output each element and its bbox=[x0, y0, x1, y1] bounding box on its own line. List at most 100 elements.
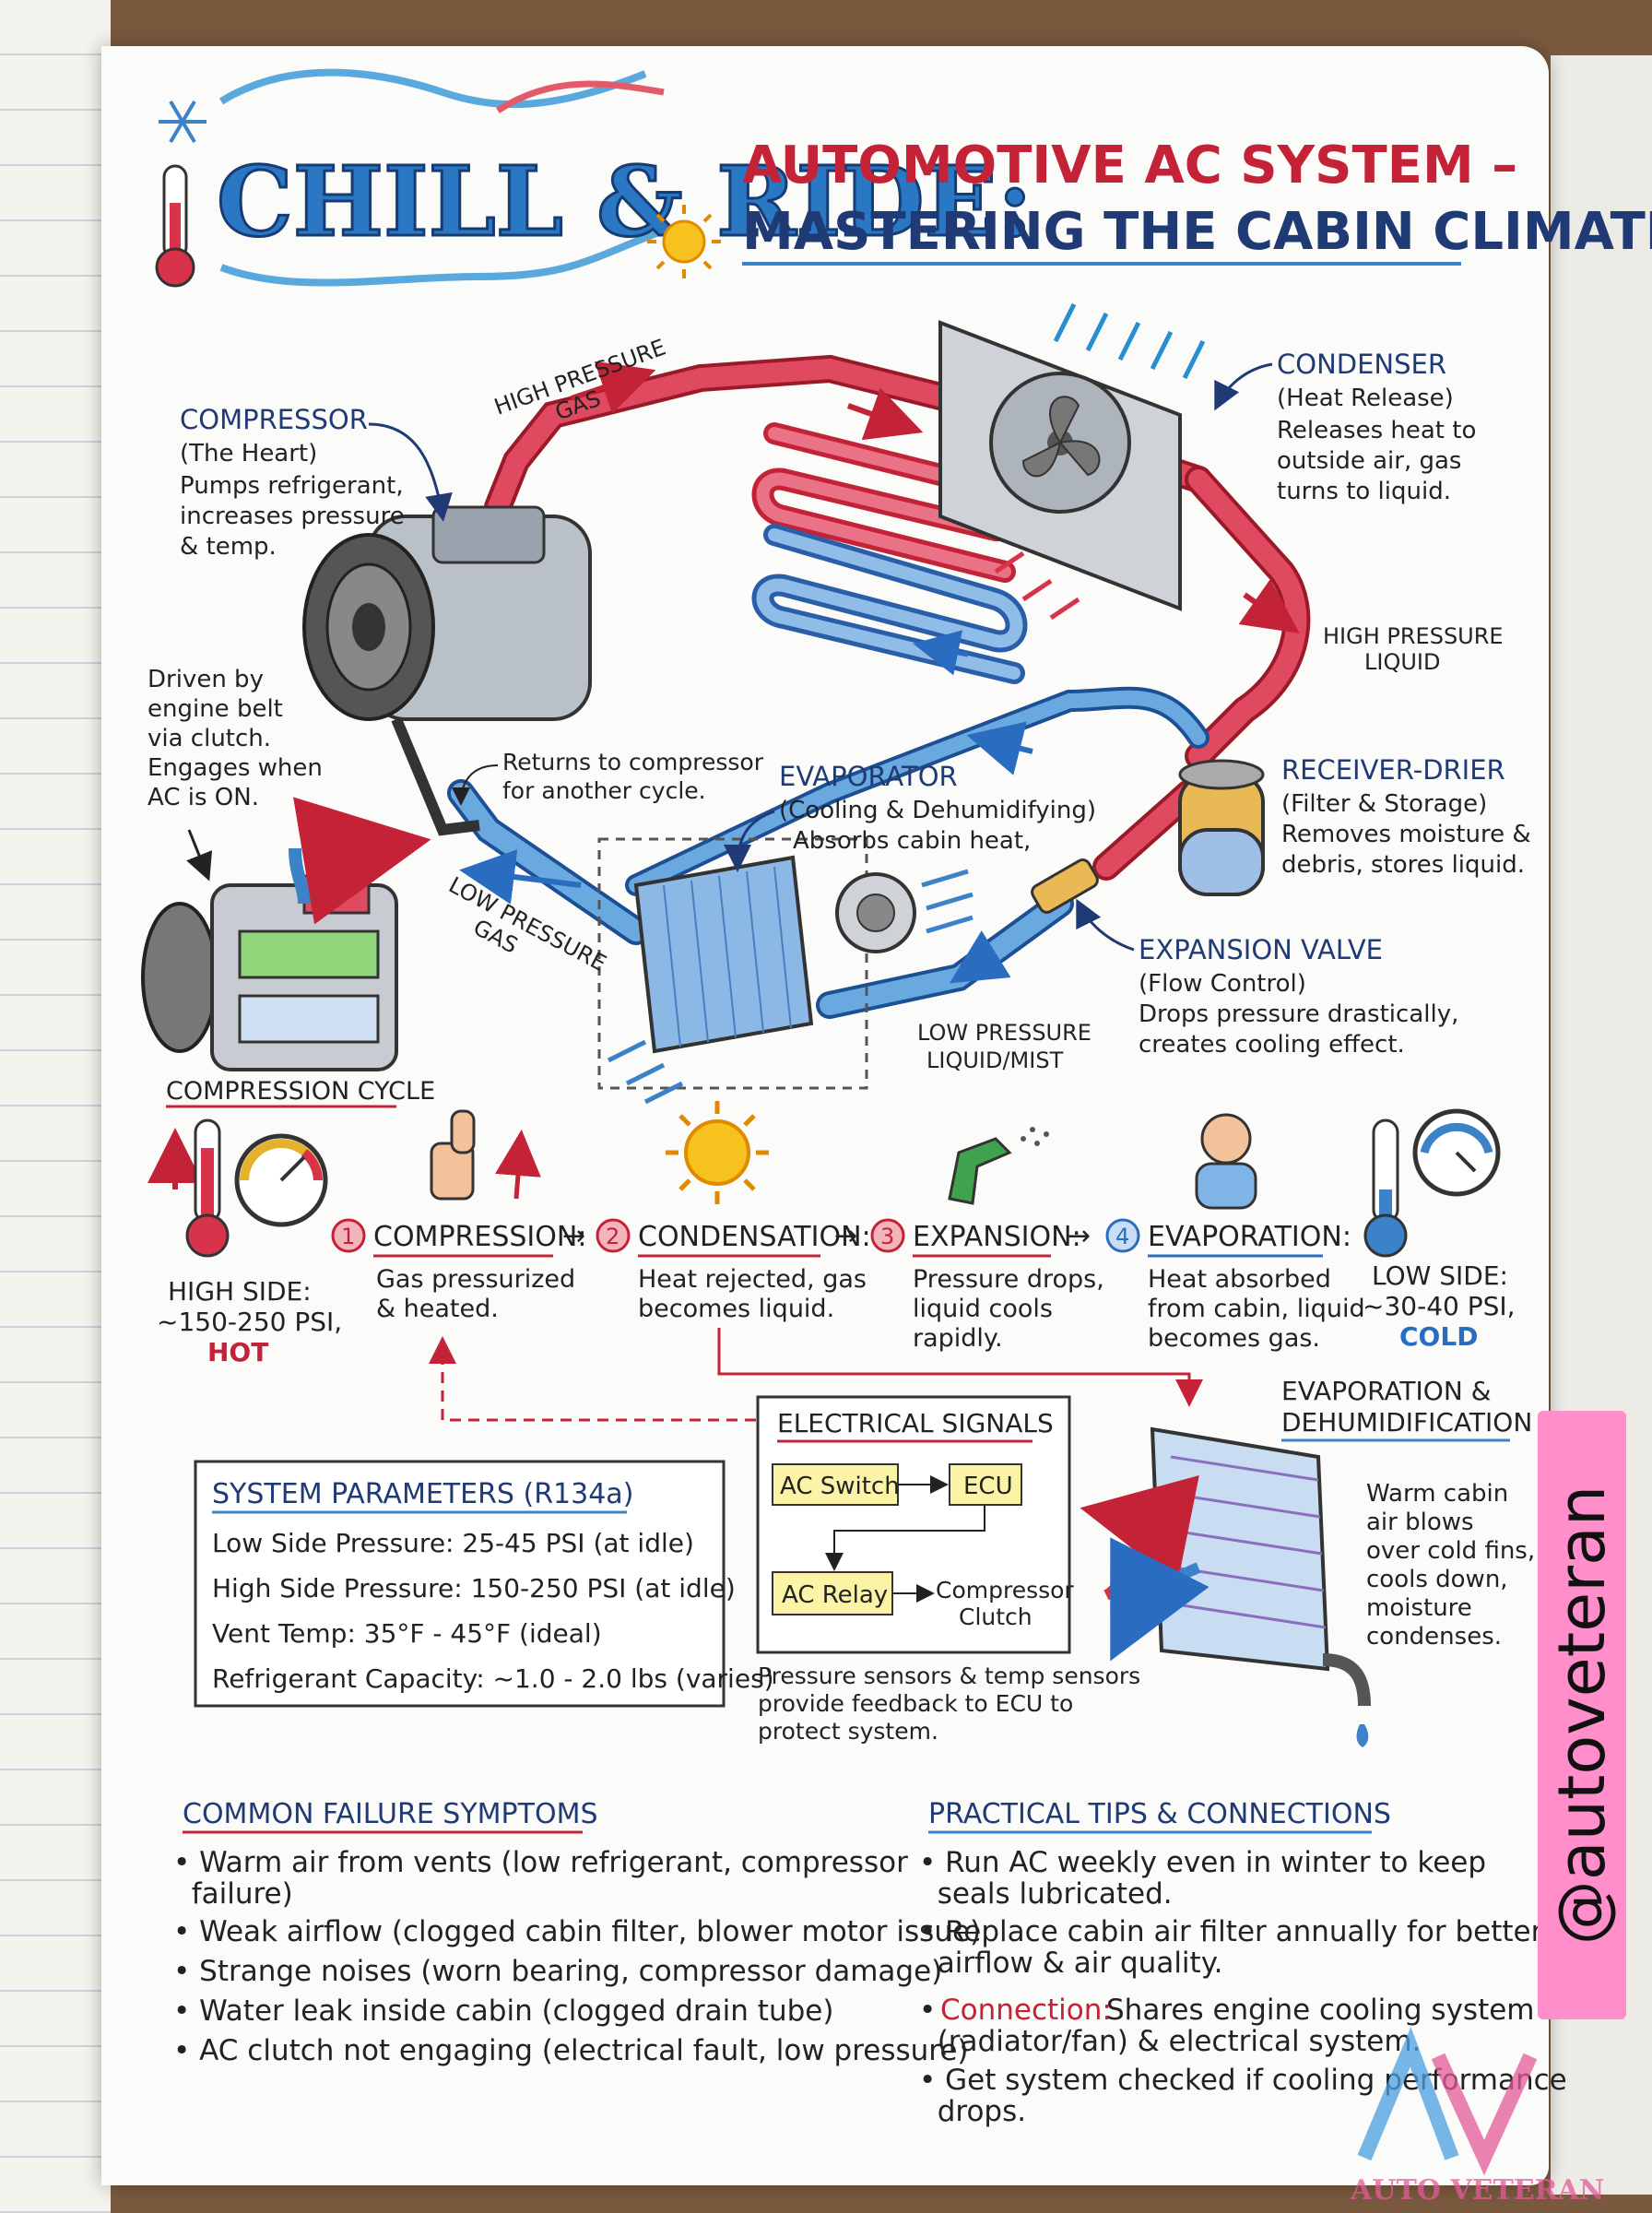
svg-text:COMPRESSION:: COMPRESSION: bbox=[373, 1221, 586, 1253]
svg-text:& heated.: & heated. bbox=[376, 1295, 499, 1323]
low-side-block: LOW SIDE: ~30-40 PSI, COLD bbox=[1363, 1108, 1516, 1352]
svg-text:1: 1 bbox=[341, 1224, 355, 1249]
svg-text:provide feedback to ECU to: provide feedback to ECU to bbox=[758, 1690, 1073, 1717]
receiver-drier-illustration bbox=[1178, 759, 1265, 896]
svg-text:protect system.: protect system. bbox=[758, 1718, 938, 1745]
svg-text:High Side Pressure: 150-250 PS: High Side Pressure: 150-250 PSI (at idle… bbox=[212, 1573, 736, 1604]
svg-text:Heat absorbed: Heat absorbed bbox=[1148, 1265, 1331, 1294]
evaporator-illustration bbox=[597, 837, 974, 1105]
compressor-label: COMPRESSOR (The Heart) Pumps refrigerant… bbox=[180, 404, 453, 561]
svg-text:EVAPORATION:: EVAPORATION: bbox=[1148, 1221, 1351, 1253]
facing-notebook-page bbox=[0, 0, 111, 2213]
svg-text:Warm cabin: Warm cabin bbox=[1366, 1480, 1508, 1508]
svg-text:(Heat Release): (Heat Release) bbox=[1277, 385, 1454, 412]
svg-text:Returns to compressor: Returns to compressor bbox=[502, 749, 764, 775]
svg-text:COMPRESSOR: COMPRESSOR bbox=[180, 404, 368, 435]
svg-text:creates cooling effect.: creates cooling effect. bbox=[1139, 1031, 1405, 1059]
svg-text:2: 2 bbox=[606, 1224, 620, 1249]
svg-text:becomes gas.: becomes gas. bbox=[1148, 1324, 1320, 1353]
svg-text:PRACTICAL TIPS & CONNECTIONS: PRACTICAL TIPS & CONNECTIONS bbox=[928, 1798, 1391, 1830]
svg-text:Refrigerant Capacity: ~1.0 - 2: Refrigerant Capacity: ~1.0 - 2.0 lbs (va… bbox=[212, 1663, 774, 1694]
svg-text:COLD: COLD bbox=[1399, 1321, 1478, 1352]
ac-relay-node bbox=[772, 1571, 893, 1615]
compression-cycle-label: COMPRESSION CYCLE bbox=[166, 1077, 435, 1106]
sun-icon bbox=[647, 205, 721, 278]
svg-text:4: 4 bbox=[1115, 1224, 1129, 1249]
notebook-page bbox=[101, 46, 1549, 2185]
svg-text:via clutch.: via clutch. bbox=[148, 725, 271, 752]
svg-text:Engages when: Engages when bbox=[148, 754, 323, 782]
ecu-node bbox=[949, 1463, 1022, 1506]
svg-text:LOW SIDE:: LOW SIDE: bbox=[1372, 1260, 1508, 1291]
svg-text:Absorbs cabin heat,: Absorbs cabin heat, bbox=[793, 827, 1031, 855]
hp-liquid-label: HIGH PRESSURE LIQUID bbox=[1323, 623, 1504, 675]
svg-text:becomes liquid.: becomes liquid. bbox=[638, 1295, 834, 1323]
svg-text:AC Relay: AC Relay bbox=[782, 1581, 888, 1609]
low-pressure-gauge-icon bbox=[1412, 1108, 1501, 1197]
svg-text:• Get system checked if coolin: • Get system checked if cooling performa… bbox=[919, 2064, 1567, 2097]
svg-text:over cold fins,: over cold fins, bbox=[1366, 1537, 1535, 1565]
svg-text:EVAPORATION &: EVAPORATION & bbox=[1281, 1376, 1492, 1406]
svg-text:CONDENSATION:: CONDENSATION: bbox=[638, 1221, 871, 1253]
svg-text:moisture: moisture bbox=[1366, 1594, 1472, 1622]
high-side-block: HIGH SIDE: ~150-250 PSI, HOT bbox=[148, 1118, 342, 1367]
svg-text:• AC clutch not engaging (elec: • AC clutch not engaging (electrical fau… bbox=[173, 2034, 969, 2067]
svg-text:ELECTRICAL SIGNALS: ELECTRICAL SIGNALS bbox=[777, 1408, 1054, 1438]
step-condensation: 2 CONDENSATION: Heat rejected, gas becom… bbox=[596, 1218, 871, 1323]
driven-note: Driven by engine belt via clutch. Engage… bbox=[148, 666, 323, 811]
svg-text:engine belt: engine belt bbox=[148, 695, 283, 723]
svg-text:RECEIVER-DRIER: RECEIVER-DRIER bbox=[1281, 754, 1505, 786]
svg-text:drops.: drops. bbox=[919, 2095, 1026, 2128]
svg-text:(Cooling & Dehumidifying): (Cooling & Dehumidifying) bbox=[779, 797, 1096, 824]
electrical-signals-box: ELECTRICAL SIGNALS AC Switch ECU AC Rela… bbox=[756, 1395, 1140, 1745]
condenser-label: CONDENSER (Heat Release) Releases heat t… bbox=[1214, 349, 1476, 505]
svg-text:liquid cools: liquid cools bbox=[913, 1295, 1053, 1323]
svg-text:Pumps refrigerant,: Pumps refrigerant, bbox=[180, 472, 404, 500]
title-line-2: MASTERING THE CABIN CLIMATE bbox=[742, 202, 1652, 262]
receiver-drier-label: RECEIVER-DRIER (Filter & Storage) Remove… bbox=[1281, 754, 1531, 879]
svg-text:Releases heat to: Releases heat to bbox=[1277, 417, 1476, 444]
svg-text:Gas pressurized: Gas pressurized bbox=[376, 1265, 575, 1294]
svg-text:HIGH PRESSURE: HIGH PRESSURE bbox=[1323, 623, 1504, 649]
svg-text:increases pressure: increases pressure bbox=[180, 503, 405, 530]
condenser-illustration bbox=[938, 302, 1206, 621]
process-steps: 1 COMPRESSION: Gas pressurized & heated.… bbox=[331, 1218, 1365, 1353]
cold-thermometer-icon bbox=[1363, 1118, 1408, 1258]
svg-text:outside air, gas: outside air, gas bbox=[1277, 447, 1461, 475]
svg-text:AC is ON.: AC is ON. bbox=[148, 784, 259, 811]
svg-text:~30-40 PSI,: ~30-40 PSI, bbox=[1363, 1291, 1516, 1321]
svg-text:~150-250 PSI,: ~150-250 PSI, bbox=[157, 1307, 342, 1337]
svg-text:→: → bbox=[834, 1220, 857, 1252]
svg-text:EXPANSION:: EXPANSION: bbox=[913, 1221, 1081, 1253]
svg-text:• Warm air from vents (low ref: • Warm air from vents (low refrigerant, … bbox=[173, 1846, 908, 1879]
svg-text:(The Heart): (The Heart) bbox=[180, 440, 317, 467]
pressure-gauge-icon bbox=[234, 1133, 328, 1227]
svg-text:EVAPORATOR: EVAPORATOR bbox=[779, 761, 958, 792]
svg-text:• Weak airflow (clogged cabin: • Weak airflow (clogged cabin filter, bl… bbox=[173, 1915, 981, 1948]
svg-text:from cabin, liquid: from cabin, liquid bbox=[1148, 1295, 1365, 1323]
svg-text:rapidly.: rapidly. bbox=[913, 1324, 1003, 1353]
svg-text:3: 3 bbox=[880, 1224, 894, 1249]
svg-text:Shares engine cooling system: Shares engine cooling system bbox=[1106, 1994, 1535, 2027]
svg-text:LIQUID/MIST: LIQUID/MIST bbox=[926, 1047, 1064, 1073]
step-compression: 1 COMPRESSION: Gas pressurized & heated. bbox=[331, 1218, 586, 1323]
svg-text:Compressor: Compressor bbox=[936, 1577, 1074, 1604]
svg-text:airflow & air quality.: airflow & air quality. bbox=[919, 1947, 1222, 1980]
svg-text:(Filter & Storage): (Filter & Storage) bbox=[1281, 790, 1487, 818]
svg-text:Driven by: Driven by bbox=[148, 666, 264, 693]
svg-text:•: • bbox=[919, 1994, 936, 2027]
svg-text:EXPANSION VALVE: EXPANSION VALVE bbox=[1139, 934, 1383, 965]
svg-text:(radiator/fan) & electrical sy: (radiator/fan) & electrical system. bbox=[919, 2025, 1421, 2058]
title-line-1: AUTOMOTIVE AC SYSTEM – bbox=[742, 136, 1517, 195]
svg-text:AC Switch: AC Switch bbox=[780, 1473, 900, 1500]
svg-text:Drops pressure drastically,: Drops pressure drastically, bbox=[1139, 1000, 1458, 1028]
svg-text:DEHUMIDIFICATION: DEHUMIDIFICATION bbox=[1281, 1407, 1532, 1438]
ac-switch-node bbox=[772, 1463, 899, 1506]
svg-text:Pressure drops,: Pressure drops, bbox=[913, 1265, 1104, 1294]
lp-liquid-label: LOW PRESSURE LIQUID/MIST bbox=[917, 1020, 1092, 1073]
svg-text:ECU: ECU bbox=[963, 1473, 1013, 1500]
handle-tag: @autoveteran bbox=[1538, 1411, 1626, 2019]
svg-text:debris, stores liquid.: debris, stores liquid. bbox=[1281, 851, 1525, 879]
svg-text:• Run AC weekly even in winter: • Run AC weekly even in winter to keep bbox=[919, 1846, 1486, 1879]
